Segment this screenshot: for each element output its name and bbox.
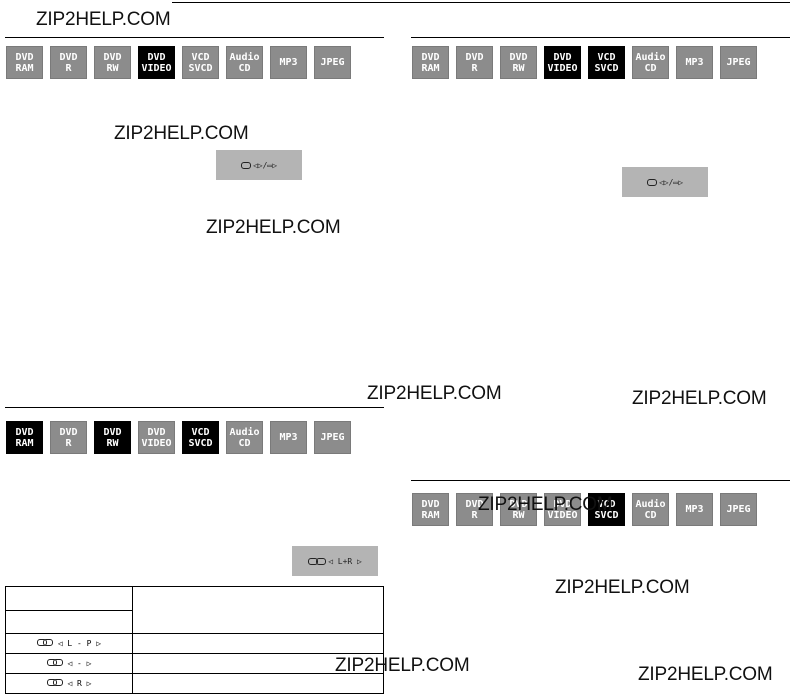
watermark: ZIP2HELP.COM	[555, 577, 690, 598]
table-row: ◁ - ▷	[5, 653, 133, 674]
rule-top-right	[411, 37, 790, 38]
watermark: ZIP2HELP.COM	[367, 383, 502, 404]
osd-display-bottom-left: ◁ L+R ▷	[292, 546, 378, 576]
table-header-cell	[5, 586, 133, 611]
disc-type-badge: MP3	[270, 421, 307, 454]
watermark: ZIP2HELP.COM	[638, 664, 773, 685]
table-row	[132, 673, 384, 694]
disc-type-badge: JPEG	[720, 493, 757, 526]
watermark: ZIP2HELP.COM	[36, 9, 171, 30]
table-row	[132, 633, 384, 654]
osd-text: ◁▷/▭▷	[252, 160, 278, 170]
table-row: ◁ R ▷	[5, 673, 133, 694]
watermark: ZIP2HELP.COM	[478, 494, 613, 515]
rule-top-left	[5, 37, 384, 38]
disc-type-badge: MP3	[676, 493, 713, 526]
audio-channel-table: ◁ L - P ▷ ◁ - ▷ ◁ R ▷	[5, 586, 384, 694]
top-rule-right	[172, 2, 790, 3]
watermark: ZIP2HELP.COM	[114, 123, 249, 144]
table-header-cell	[5, 610, 133, 634]
disc-type-badge: MP3	[676, 46, 713, 79]
disc-type-badge: JPEG	[314, 421, 351, 454]
disc-type-badge: JPEG	[314, 46, 351, 79]
table-header-cell	[132, 586, 384, 634]
watermark: ZIP2HELP.COM	[335, 655, 470, 676]
rule-mid-left	[5, 407, 384, 408]
rule-mid-right	[411, 480, 790, 481]
disc-type-badge: MP3	[270, 46, 307, 79]
watermark: ZIP2HELP.COM	[206, 217, 341, 238]
osd-text: ◁ L+R ▷	[328, 556, 362, 566]
osd-display-top-left: ◁▷/▭▷	[216, 150, 302, 180]
disc-type-badge: JPEG	[720, 46, 757, 79]
watermark: ZIP2HELP.COM	[632, 388, 767, 409]
table-row: ◁ L - P ▷	[5, 633, 133, 654]
osd-text: ◁▷/▭▷	[658, 177, 684, 187]
osd-display-top-right: ◁▷/▭▷	[622, 167, 708, 197]
